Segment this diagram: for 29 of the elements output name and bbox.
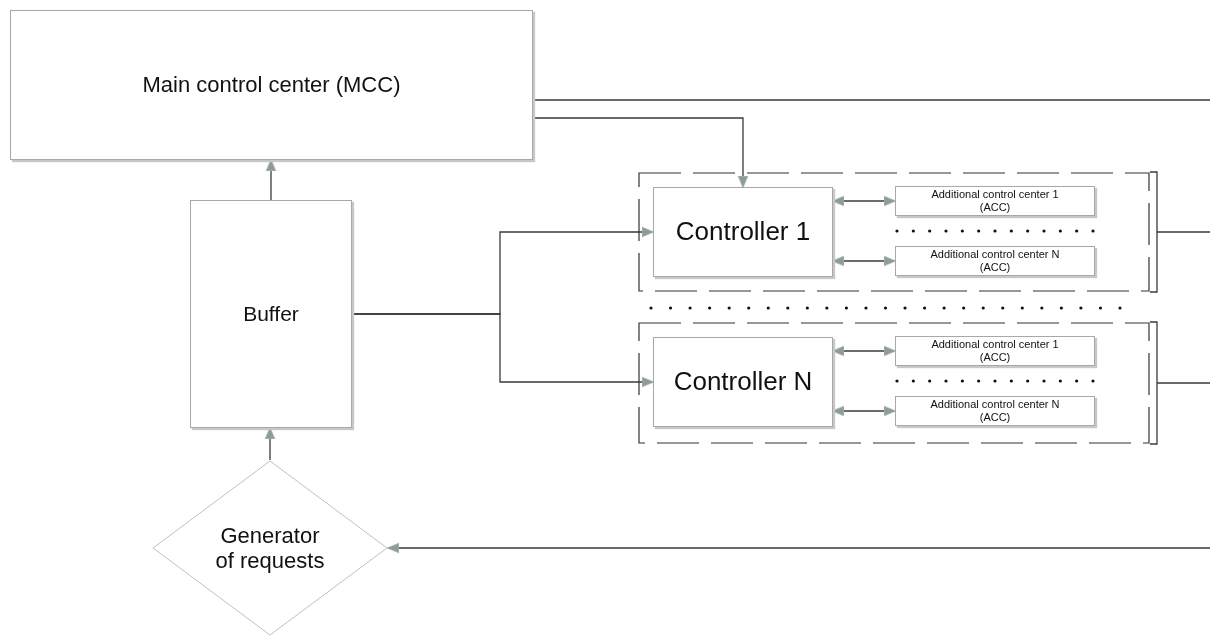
connector-arrow <box>386 542 1210 554</box>
connector-arrow <box>351 313 655 388</box>
box-label: Additional control center N (ACC) <box>929 248 1061 274</box>
connector-arrow <box>265 158 277 201</box>
process-box <box>895 336 1095 366</box>
box-label: Controller 1 <box>675 217 811 247</box>
process-box <box>895 396 1095 426</box>
process-box <box>653 187 833 277</box>
connector-arrow <box>831 405 897 417</box>
box-label: Generator of requests <box>214 522 326 574</box>
box-label: Additional control center 1 (ACC) <box>930 338 1060 364</box>
box-label: Controller N <box>673 367 813 397</box>
connector-arrow <box>532 117 749 189</box>
box-label: Main control center (MCC) <box>142 72 401 98</box>
group-frame <box>638 172 1150 292</box>
decision-diamond <box>152 460 388 636</box>
group-frame <box>638 322 1150 444</box>
box-label: Buffer <box>243 301 299 327</box>
connector-arrow <box>831 195 897 207</box>
connector-arrow <box>831 255 897 267</box>
process-box <box>10 10 533 160</box>
process-box <box>190 200 352 428</box>
process-box <box>653 337 833 427</box>
process-box <box>895 186 1095 216</box>
box-label: Additional control center 1 (ACC) <box>930 188 1060 214</box>
box-label: Additional control center N (ACC) <box>929 398 1061 424</box>
connector-arrow <box>831 345 897 357</box>
process-box <box>895 246 1095 276</box>
connector-arrow <box>264 426 276 461</box>
